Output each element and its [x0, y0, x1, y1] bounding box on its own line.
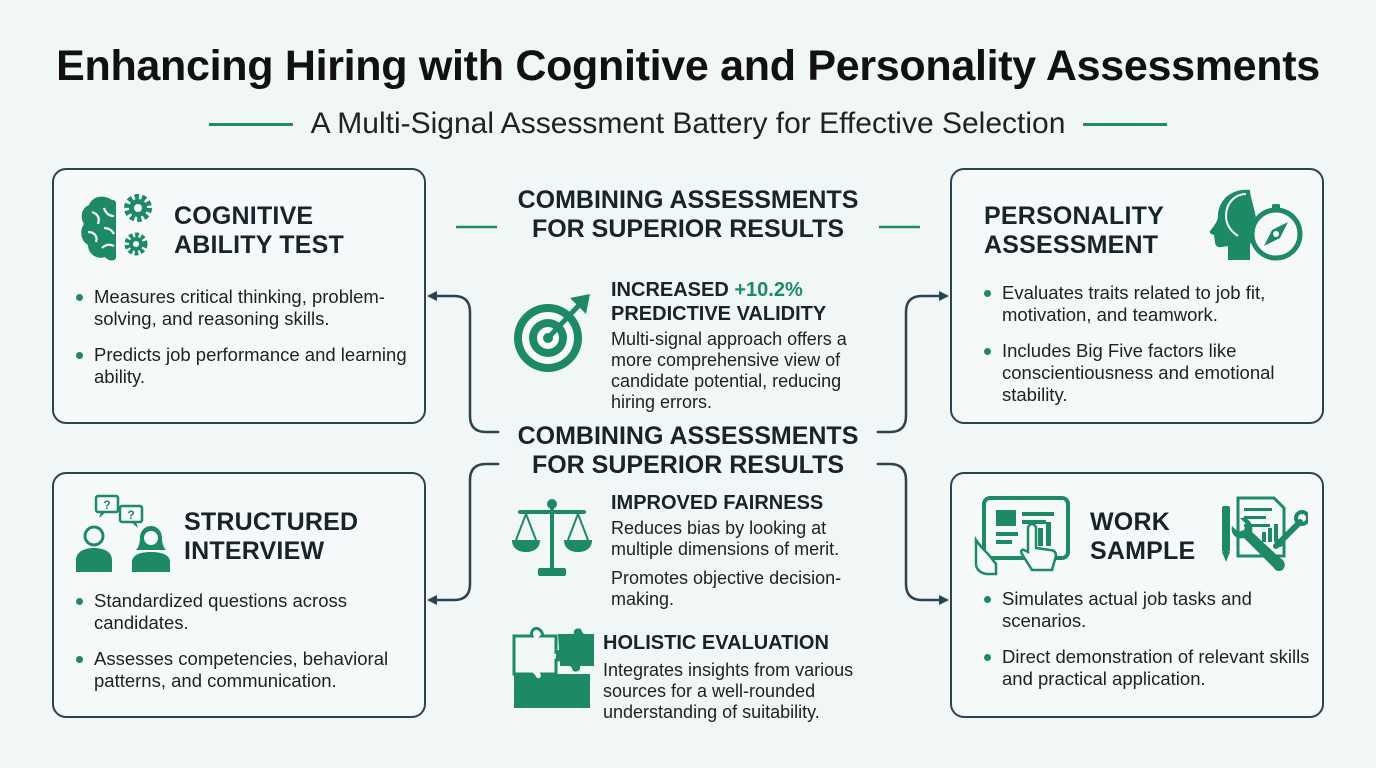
bullet-item: Predicts job performance and learning ab…: [74, 344, 414, 388]
center-heading-top: COMBINING ASSESSMENTS FOR SUPERIOR RESUL…: [458, 186, 918, 244]
bullet-list: Simulates actual job tasks and scenarios…: [982, 588, 1312, 704]
subtitle-row: A Multi-Signal Assessment Battery for Ef…: [0, 104, 1376, 144]
bullet-list: Evaluates traits related to job fit, mot…: [982, 282, 1312, 420]
card-title: WORK SAMPLE: [1090, 508, 1195, 566]
card-title: COGNITIVE ABILITY TEST: [174, 202, 344, 260]
head-compass-icon: [1209, 189, 1303, 261]
holistic-body: Integrates insights from various sources…: [603, 660, 854, 722]
bullet-list: Standardized questions across candidates…: [74, 590, 414, 706]
validity-title-prefix: INCREASED: [611, 279, 735, 301]
fairness-body-1: Reduces bias by looking at multiple dime…: [611, 518, 840, 559]
center-heading-line2: FOR SUPERIOR RESULTS: [531, 451, 845, 479]
card-title-line2: SAMPLE: [1090, 537, 1196, 565]
center-heading-line1: COMBINING ASSESSMENTS: [517, 422, 859, 450]
svg-text:?: ?: [127, 508, 134, 522]
bullet-item: Simulates actual job tasks and scenarios…: [982, 588, 1312, 632]
card-title-line1: STRUCTURED: [184, 508, 359, 536]
bullet-list: Measures critical thinking, problem-solv…: [74, 286, 414, 402]
validity-title: INCREASED +10.2% PREDICTIVE VALIDITY: [611, 278, 826, 326]
card-work-sample: WORK SAMPLE Simulates actual job tasks a…: [950, 472, 1324, 718]
svg-text:?: ?: [103, 498, 110, 512]
bullet-item: Evaluates traits related to job fit, mot…: [982, 282, 1312, 326]
bullet-item: Measures critical thinking, problem-solv…: [74, 286, 414, 330]
center-heading-line1: COMBINING ASSESSMENTS: [517, 186, 859, 214]
card-cognitive-ability-test: COGNITIVE ABILITY TEST Measures critical…: [52, 168, 426, 424]
validity-percentage: +10.2%: [734, 279, 803, 301]
validity-title-line2: PREDICTIVE VALIDITY: [611, 303, 827, 325]
subtitle: A Multi-Signal Assessment Battery for Ef…: [310, 107, 1066, 140]
scales-icon: [512, 499, 592, 576]
card-title: PERSONALITY ASSESSMENT: [984, 202, 1164, 260]
bullet-item: Standardized questions across candidates…: [74, 590, 414, 634]
page-title: Enhancing Hiring with Cognitive and Pers…: [56, 42, 1320, 90]
card-title-line2: ASSESSMENT: [984, 231, 1159, 259]
bullet-item: Includes Big Five factors like conscient…: [982, 340, 1312, 406]
subtitle-rule-left: [208, 122, 293, 126]
arrow-to-interview: [427, 462, 500, 605]
card-title-line2: ABILITY TEST: [174, 231, 345, 259]
target-arrow-icon: [514, 294, 590, 372]
bullet-item: Assesses competencies, behavioral patter…: [74, 648, 414, 692]
card-personality-assessment: PERSONALITY ASSESSMENT Evaluates traits …: [950, 168, 1324, 424]
arrow-to-worksample: [876, 462, 949, 605]
card-title-line2: INTERVIEW: [184, 537, 325, 565]
interview-people-icon: ? ?: [76, 494, 170, 572]
card-title: STRUCTURED INTERVIEW: [184, 508, 358, 566]
puzzle-icon: [512, 626, 594, 708]
card-structured-interview: ? ? STRUCTURED INTERVIEW Standardized qu…: [52, 472, 426, 718]
holistic-title: HOLISTIC EVALUATION: [603, 632, 829, 654]
center-heading-middle: COMBINING ASSESSMENTS FOR SUPERIOR RESUL…: [458, 422, 918, 480]
arrow-to-cognitive: [427, 291, 500, 434]
bullet-item: Direct demonstration of relevant skills …: [982, 646, 1312, 690]
card-title-line1: COGNITIVE: [174, 202, 314, 230]
tablet-icon: [974, 496, 1070, 576]
card-title-line1: PERSONALITY: [984, 202, 1164, 230]
card-title-line1: WORK: [1090, 508, 1170, 536]
subtitle-rule-right: [1083, 122, 1168, 126]
brain-gears-icon: [81, 194, 152, 261]
center-heading-line2: FOR SUPERIOR RESULTS: [531, 215, 845, 243]
fairness-body-2: Promotes objective decision-making.: [611, 568, 842, 609]
validity-body: Multi-signal approach offers a more comp…: [611, 329, 847, 412]
arrow-to-personality: [876, 291, 949, 434]
fairness-title: IMPROVED FAIRNESS: [611, 492, 824, 514]
document-wrench-icon: [1222, 496, 1308, 571]
